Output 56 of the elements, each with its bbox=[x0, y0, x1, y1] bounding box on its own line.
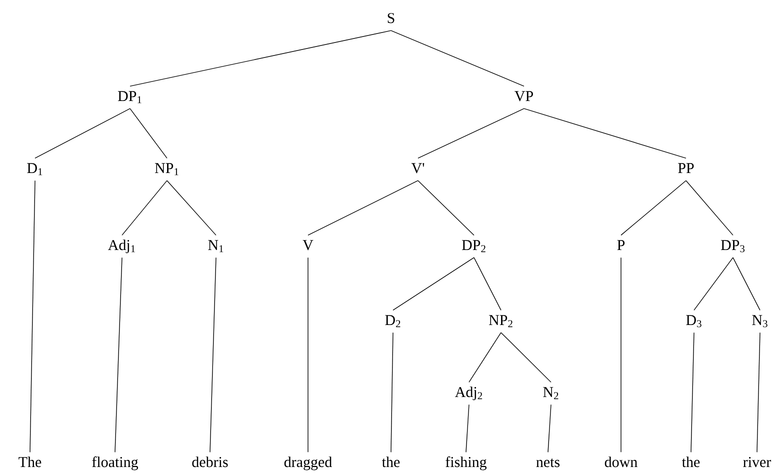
word-label: river bbox=[743, 457, 772, 468]
category-label: V bbox=[302, 240, 314, 250]
tree-branch bbox=[418, 180, 474, 236]
tree-branch bbox=[690, 332, 694, 453]
tree-branch bbox=[210, 257, 216, 453]
word-label: dragged bbox=[284, 456, 332, 470]
tree-branch bbox=[620, 180, 686, 236]
tree-branch bbox=[500, 332, 552, 383]
tree-branch bbox=[418, 108, 524, 159]
category-label: N$_{3}$ bbox=[752, 315, 768, 328]
category-label: DP$_{1}$ bbox=[118, 91, 142, 104]
tree-branch bbox=[686, 180, 734, 236]
word-label: debris bbox=[192, 456, 228, 468]
tree-branch bbox=[392, 257, 474, 311]
category-label: DP$_{2}$ bbox=[462, 240, 486, 252]
tree-branch bbox=[390, 30, 524, 87]
category-label: N$_{1}$ bbox=[208, 240, 224, 252]
word-label: nets bbox=[536, 458, 560, 468]
tree-branch bbox=[114, 257, 122, 453]
tree-branch bbox=[524, 108, 686, 159]
word-label: down bbox=[604, 456, 638, 468]
category-label: S bbox=[388, 13, 394, 24]
tree-branch bbox=[756, 332, 760, 453]
category-label: P bbox=[617, 240, 625, 250]
tree-branch bbox=[166, 180, 216, 236]
tree-branch bbox=[130, 108, 168, 159]
tree-branch bbox=[122, 180, 168, 236]
category-label: Adj$_{2}$ bbox=[455, 386, 482, 400]
tree-branch bbox=[30, 180, 36, 453]
tree-branch bbox=[474, 257, 502, 311]
category-label: D$_{3}$ bbox=[686, 315, 702, 328]
category-label: DP$_{3}$ bbox=[720, 240, 745, 252]
tree-branch bbox=[468, 332, 502, 383]
category-label: Adj$_{1}$ bbox=[108, 240, 135, 254]
category-label: VP bbox=[514, 91, 533, 102]
category-label: N$_{2}$ bbox=[543, 387, 558, 400]
category-label: V' bbox=[411, 163, 424, 174]
category-label: NP$_{2}$ bbox=[488, 315, 512, 328]
tree-branch bbox=[548, 404, 552, 453]
category-label: NP$_{1}$ bbox=[154, 163, 178, 176]
word-label: The bbox=[18, 456, 42, 468]
tree-branch bbox=[308, 180, 418, 236]
tree-branch bbox=[34, 108, 130, 159]
category-label: PP bbox=[678, 163, 694, 173]
word-label: the bbox=[382, 456, 400, 468]
word-label: fishing bbox=[446, 456, 487, 470]
category-label: D$_{2}$ bbox=[385, 315, 400, 328]
tree-branch bbox=[466, 404, 470, 453]
word-label: floating bbox=[92, 456, 138, 470]
tree-branch bbox=[130, 30, 392, 87]
category-label: D$_{1}$ bbox=[27, 163, 42, 176]
tree-branch bbox=[732, 257, 760, 311]
tree-branch bbox=[390, 332, 394, 453]
tree-branch bbox=[620, 257, 622, 453]
word-label: the bbox=[682, 456, 700, 468]
tree-branch bbox=[694, 257, 734, 311]
